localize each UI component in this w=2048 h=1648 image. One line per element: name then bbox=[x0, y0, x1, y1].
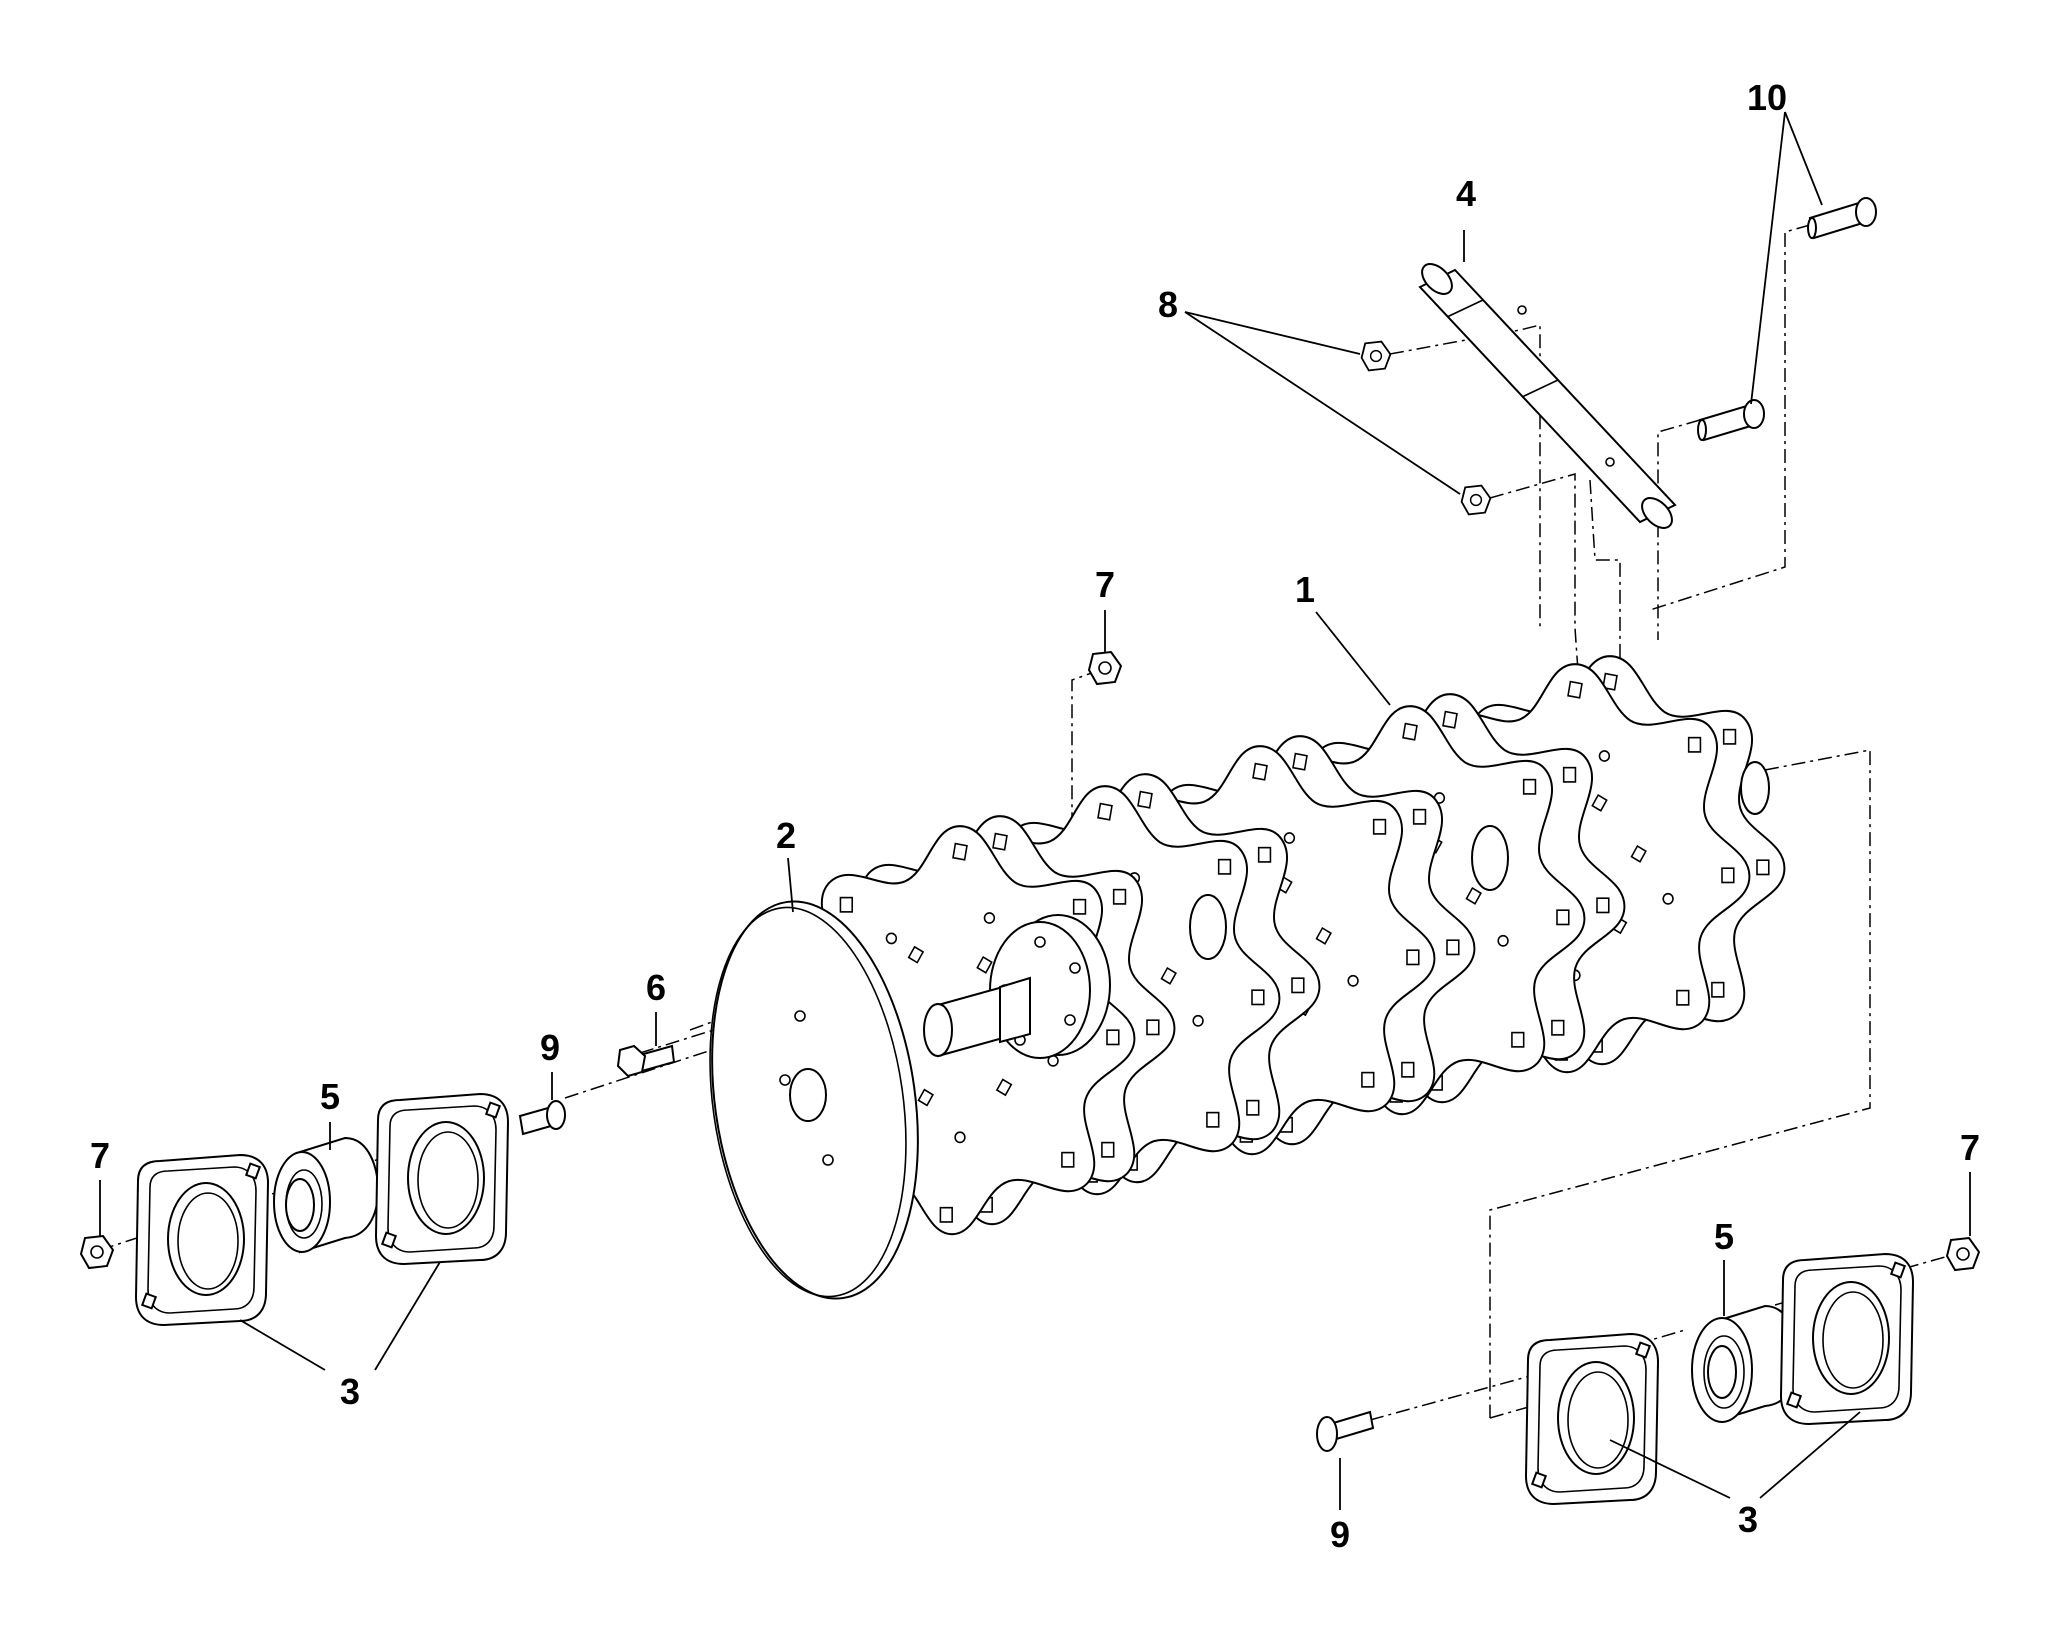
callout-5-left: 5 bbox=[319, 1076, 341, 1117]
bearing-left-item-5 bbox=[273, 1136, 380, 1254]
carriage-bolts-item-9 bbox=[518, 1100, 1375, 1452]
callout-10: 10 bbox=[1746, 77, 1788, 118]
callout-9-right: 9 bbox=[1329, 1514, 1351, 1555]
callout-3-right: 3 bbox=[1737, 1499, 1759, 1540]
callout-1: 1 bbox=[1294, 569, 1316, 610]
callout-7-top: 7 bbox=[1094, 564, 1116, 605]
assembly-center-lines bbox=[99, 224, 1946, 1421]
callout-4: 4 bbox=[1455, 173, 1477, 214]
callout-9-left: 9 bbox=[539, 1027, 561, 1068]
bolts-item-10 bbox=[1697, 197, 1877, 442]
callout-6: 6 bbox=[645, 967, 667, 1008]
callout-5-right: 5 bbox=[1713, 1216, 1735, 1257]
hex-nuts-item-8 bbox=[1360, 340, 1492, 516]
bearing-right-item-5 bbox=[1691, 1304, 1800, 1423]
callout-3-left-outer: 3 bbox=[339, 1371, 361, 1412]
bolt-item-6 bbox=[616, 1044, 676, 1078]
callout-8: 8 bbox=[1157, 284, 1179, 325]
callout-7-right: 7 bbox=[1959, 1127, 1981, 1168]
scraper-disc bbox=[709, 900, 919, 1300]
callout-2: 2 bbox=[775, 815, 797, 856]
callout-7-left: 7 bbox=[89, 1135, 111, 1176]
pivot-shaft bbox=[1418, 263, 1677, 529]
star-roller-assembly bbox=[780, 655, 1786, 1236]
leader-lines bbox=[99, 111, 1971, 1510]
